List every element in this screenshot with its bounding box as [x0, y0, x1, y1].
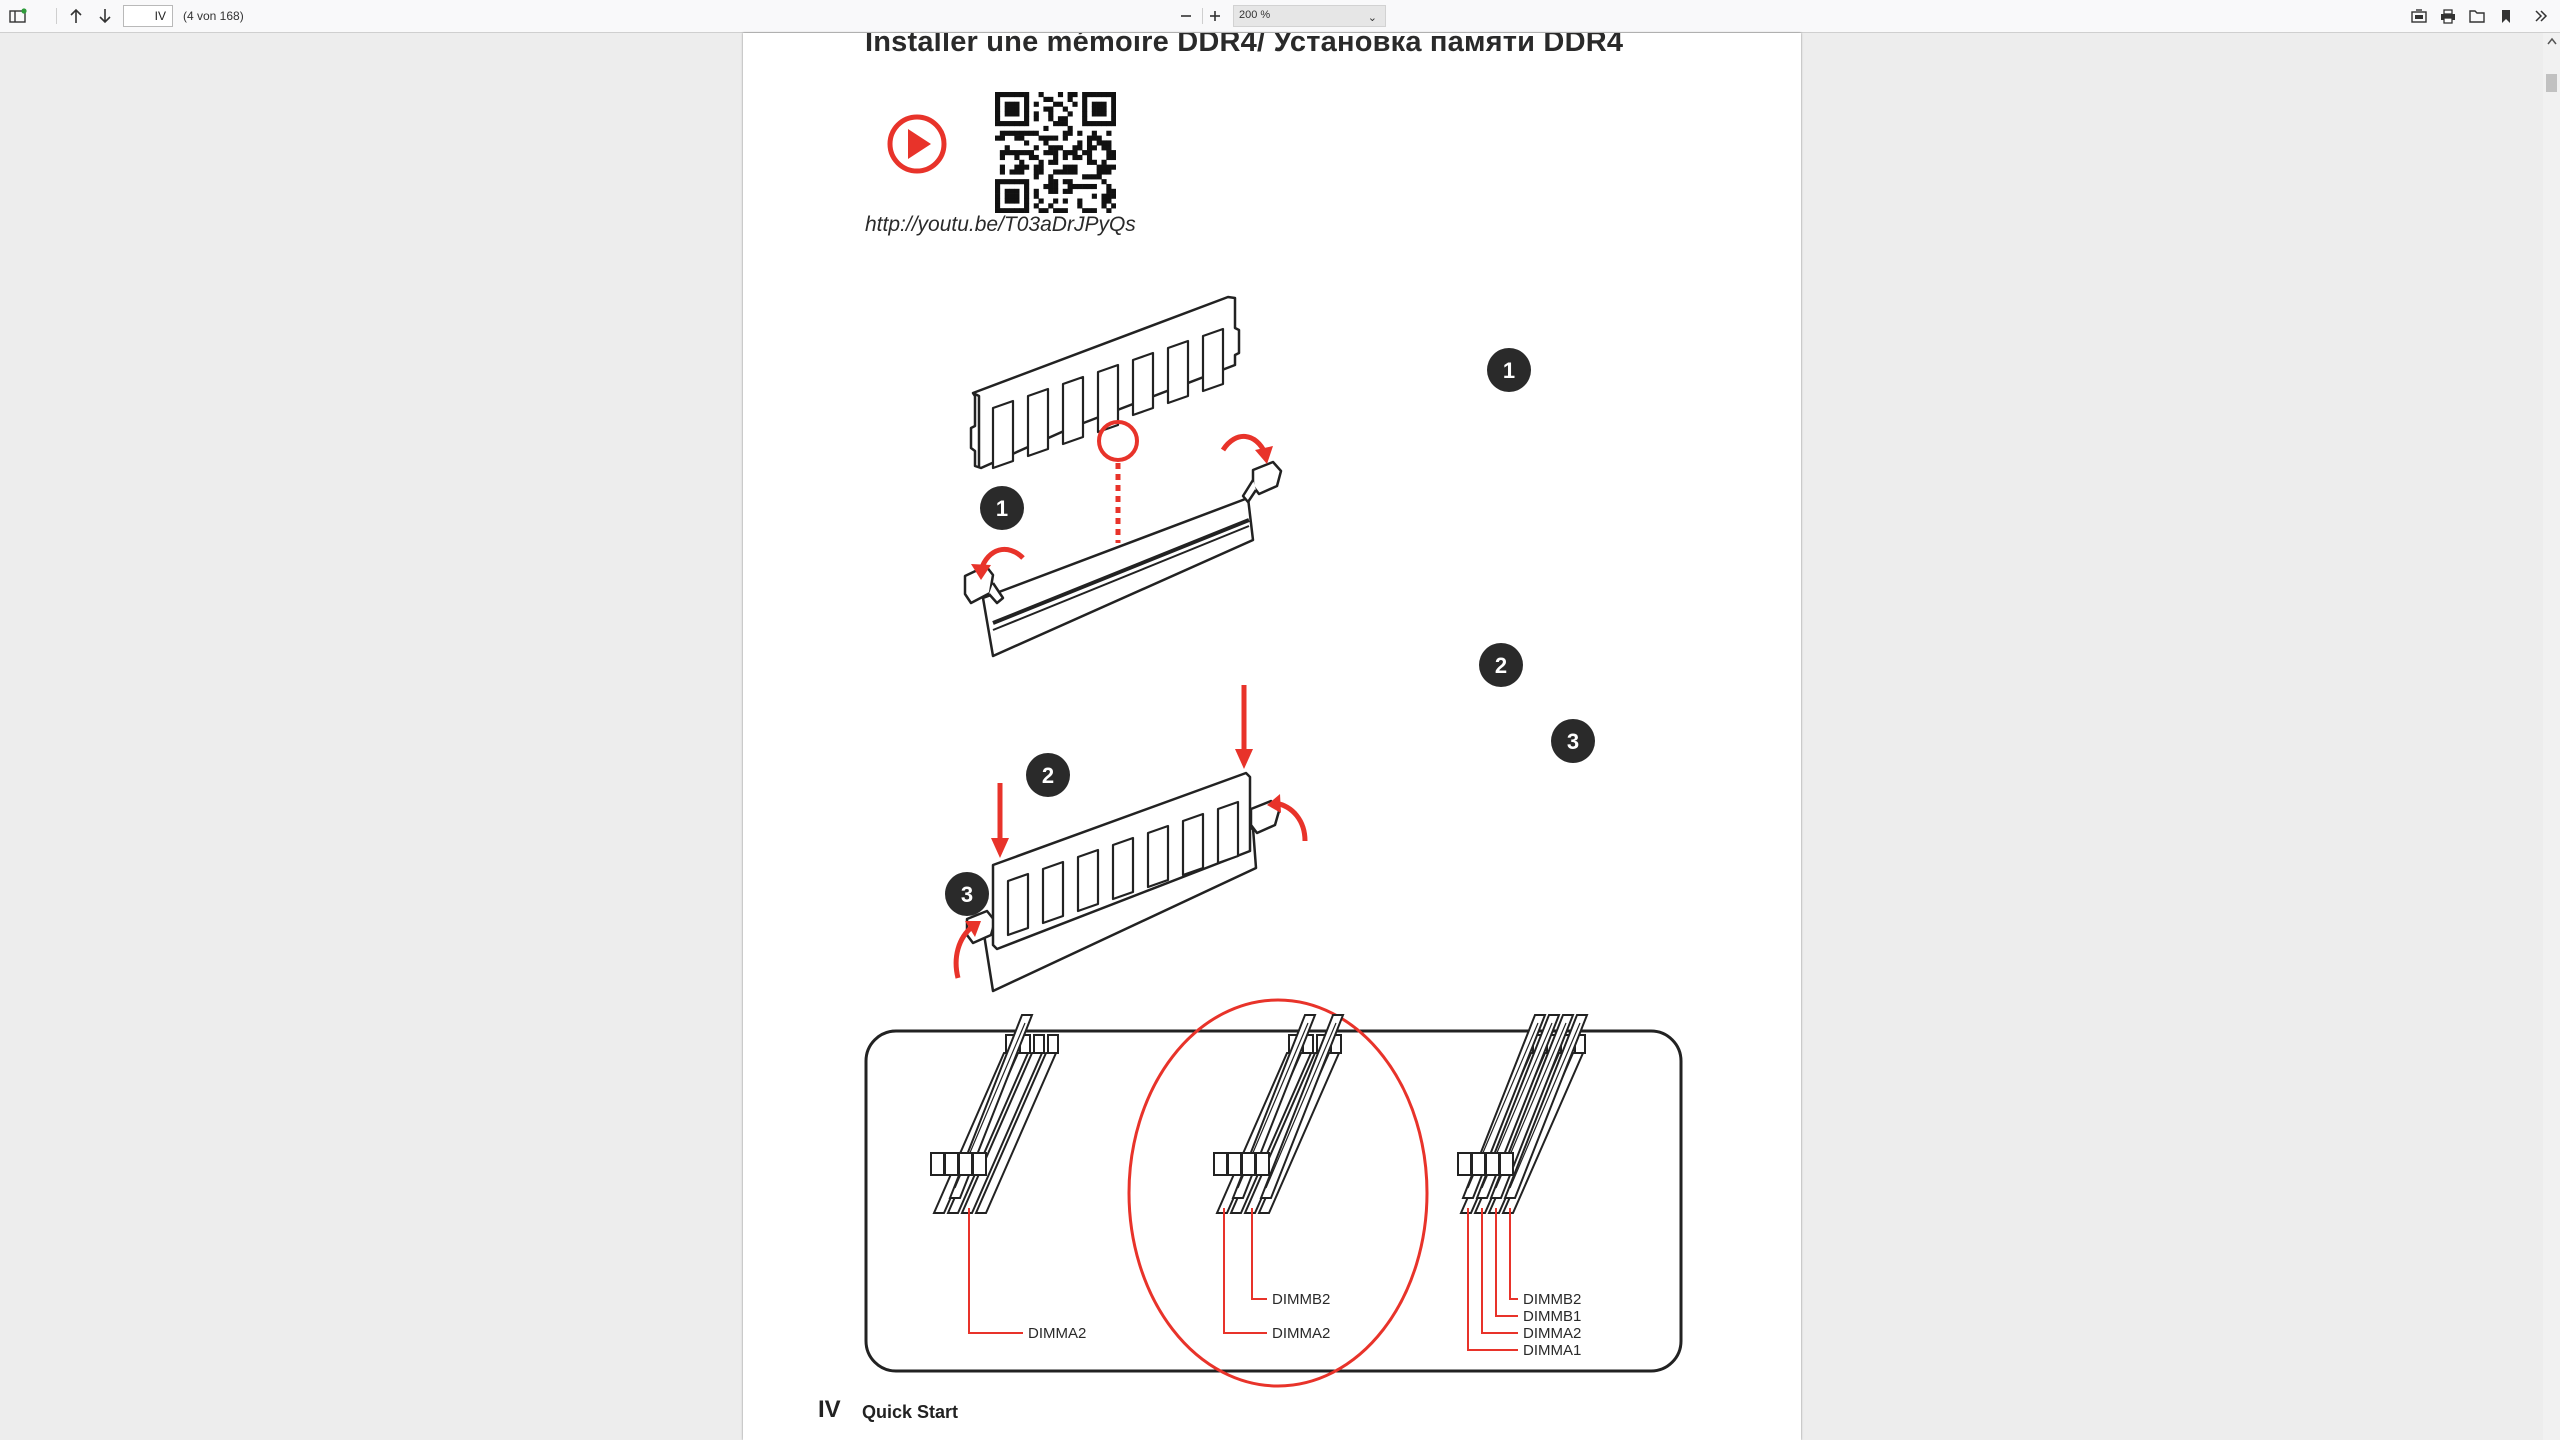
memory-module	[991, 771, 1252, 951]
tools-icon[interactable]	[2529, 4, 2553, 28]
config-two-modules	[1213, 1014, 1345, 1214]
document-page: Installer une mémoire DDR4/ Установка па…	[743, 33, 1801, 1440]
step-badge-1-left: 1	[980, 486, 1024, 530]
toolbar-separator	[1202, 8, 1203, 24]
video-url: http://youtu.be/T03aDrJPyQs	[865, 213, 1136, 236]
viewer-toolbar: (4 von 168) 200 % ⌄	[0, 0, 2560, 33]
config4-labels: DIMMB2 DIMMB1 DIMMA2 DIMMA1	[1467, 1208, 1581, 1359]
slot-label: DIMMA2	[1272, 1325, 1330, 1342]
section-title: Quick Start	[862, 1402, 959, 1422]
step-badge-3-left: 3	[945, 872, 989, 916]
slot-label: DIMMB1	[1523, 1308, 1581, 1325]
presentation-icon[interactable]	[2407, 4, 2431, 28]
step-badge-3-right: 3	[1551, 719, 1595, 763]
step-badges: 1 1 2 2 3 3	[945, 348, 1595, 916]
page-title: Installer une mémoire DDR4/ Установка па…	[865, 33, 1624, 58]
step-number: 3	[1567, 729, 1579, 754]
step-2-diagram	[953, 685, 1308, 993]
slot-label: DIMMB2	[1272, 1291, 1330, 1308]
slot-label: DIMMB2	[1523, 1291, 1581, 1308]
step-badge-2-right: 2	[1479, 643, 1523, 687]
config-one-module	[930, 1014, 1059, 1214]
zoom-value: 200 %	[1239, 9, 1271, 21]
config1-labels: DIMMA2	[968, 1208, 1086, 1342]
page-number-input[interactable]	[123, 5, 173, 27]
step-number: 2	[1495, 653, 1507, 678]
zoom-in-icon[interactable]	[1203, 4, 1227, 28]
page-count: (4 von 168)	[183, 9, 244, 23]
zoom-select[interactable]: 200 % ⌄	[1233, 5, 1386, 27]
scrollbar-thumb[interactable]	[2546, 74, 2557, 92]
slot-label: DIMMA2	[1523, 1325, 1581, 1342]
step-number: 3	[961, 882, 973, 907]
bookmark-icon[interactable]	[2494, 4, 2518, 28]
zoom-out-icon[interactable]	[1174, 4, 1198, 28]
step-number: 2	[1042, 763, 1054, 788]
step-badge-2-left: 2	[1026, 753, 1070, 797]
memory-module	[969, 295, 1241, 470]
arrow-down-icon[interactable]	[93, 4, 117, 28]
toolbar-separator	[56, 8, 57, 24]
config-four-modules	[1457, 1014, 1589, 1214]
sidebar-toggle-icon[interactable]	[6, 4, 30, 28]
open-file-icon[interactable]	[2465, 4, 2489, 28]
print-icon[interactable]	[2436, 4, 2460, 28]
arrow-up-icon[interactable]	[64, 4, 88, 28]
scroll-up-icon[interactable]	[2543, 37, 2560, 53]
chevron-down-icon: ⌄	[1367, 12, 1377, 24]
step-number: 1	[1503, 358, 1515, 383]
page-number: IV	[818, 1396, 841, 1423]
vertical-scrollbar[interactable]	[2543, 33, 2560, 1440]
dimm-population-diagram: DIMMA2 DIMMB2 DIMMA2 DIMMB2 DIMMB1 DIMMA…	[864, 998, 1683, 1388]
play-video-icon	[887, 114, 947, 174]
qr-code	[995, 92, 1116, 213]
slot-label: DIMMA1	[1523, 1342, 1581, 1359]
config2-labels: DIMMB2 DIMMA2	[1223, 1208, 1330, 1342]
slot-label: DIMMA2	[1028, 1325, 1086, 1342]
step-number: 1	[996, 496, 1008, 521]
notch-marker-icon	[1097, 420, 1139, 462]
recommended-config-highlight	[1127, 998, 1429, 1388]
step-badge-1-right: 1	[1487, 348, 1531, 392]
step-1-diagram	[963, 295, 1283, 658]
